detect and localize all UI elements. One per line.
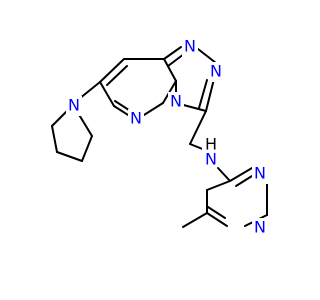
- bond-ring-a: [99, 58, 125, 83]
- atom-n-pyrimidine-top: N: [254, 164, 266, 183]
- atom-n-pyrimidine-side: N: [254, 218, 266, 237]
- bond-pyrrolidine-e: [77, 112, 93, 137]
- bond-methyl: [182, 212, 208, 228]
- bond-pyrrolidine-a: [51, 110, 68, 127]
- atom-n-pyridazine-lower: N: [130, 109, 142, 128]
- bond-ring-a-double: [106, 65, 128, 86]
- atom-n-triazole-top-right: N: [184, 37, 196, 56]
- bond-triazole-a: [163, 46, 182, 60]
- bond-pyrimidine-a: [229, 167, 253, 182]
- bond-pyrrolidine-c: [56, 151, 83, 162]
- bond-ring-c: [163, 58, 177, 82]
- bond-pyrimidine-d-double: [207, 206, 226, 219]
- bond-triazole-b: [197, 48, 217, 64]
- atom-n-pyridazine-bridge: N: [170, 92, 182, 111]
- bond-layer: [51, 46, 268, 228]
- bond-pyrimidine-d: [206, 212, 228, 227]
- molecule-structure: N N N N N H N N N: [51, 37, 268, 238]
- atom-labels: N N N N N H N N N: [66, 37, 268, 238]
- bond-pyrrolidine-b: [51, 125, 58, 153]
- bond-ring-g: [99, 81, 115, 107]
- atom-h-amine: H: [205, 135, 217, 154]
- bond-pyrrolidine-d: [81, 135, 93, 162]
- bond-methylene-a: [189, 110, 207, 145]
- bond-triazole-c: [205, 78, 215, 112]
- atom-n-amine: N: [205, 150, 217, 169]
- molecule-diagram: N N N N N H N N N: [51, 36, 268, 238]
- atom-n-pyrrolidine: N: [68, 96, 80, 115]
- bond-pyrimidine-f: [206, 180, 231, 191]
- bond-triazole-a-double: [167, 53, 185, 67]
- bond-pyrrolidine-link: [78, 81, 101, 100]
- bond-triazole-c-double: [198, 79, 208, 109]
- bond-pyrimidine-a-double: [235, 175, 253, 187]
- bond-amine-to-pyrimidine: [217, 167, 231, 182]
- atom-n-triazole-right: N: [210, 62, 222, 81]
